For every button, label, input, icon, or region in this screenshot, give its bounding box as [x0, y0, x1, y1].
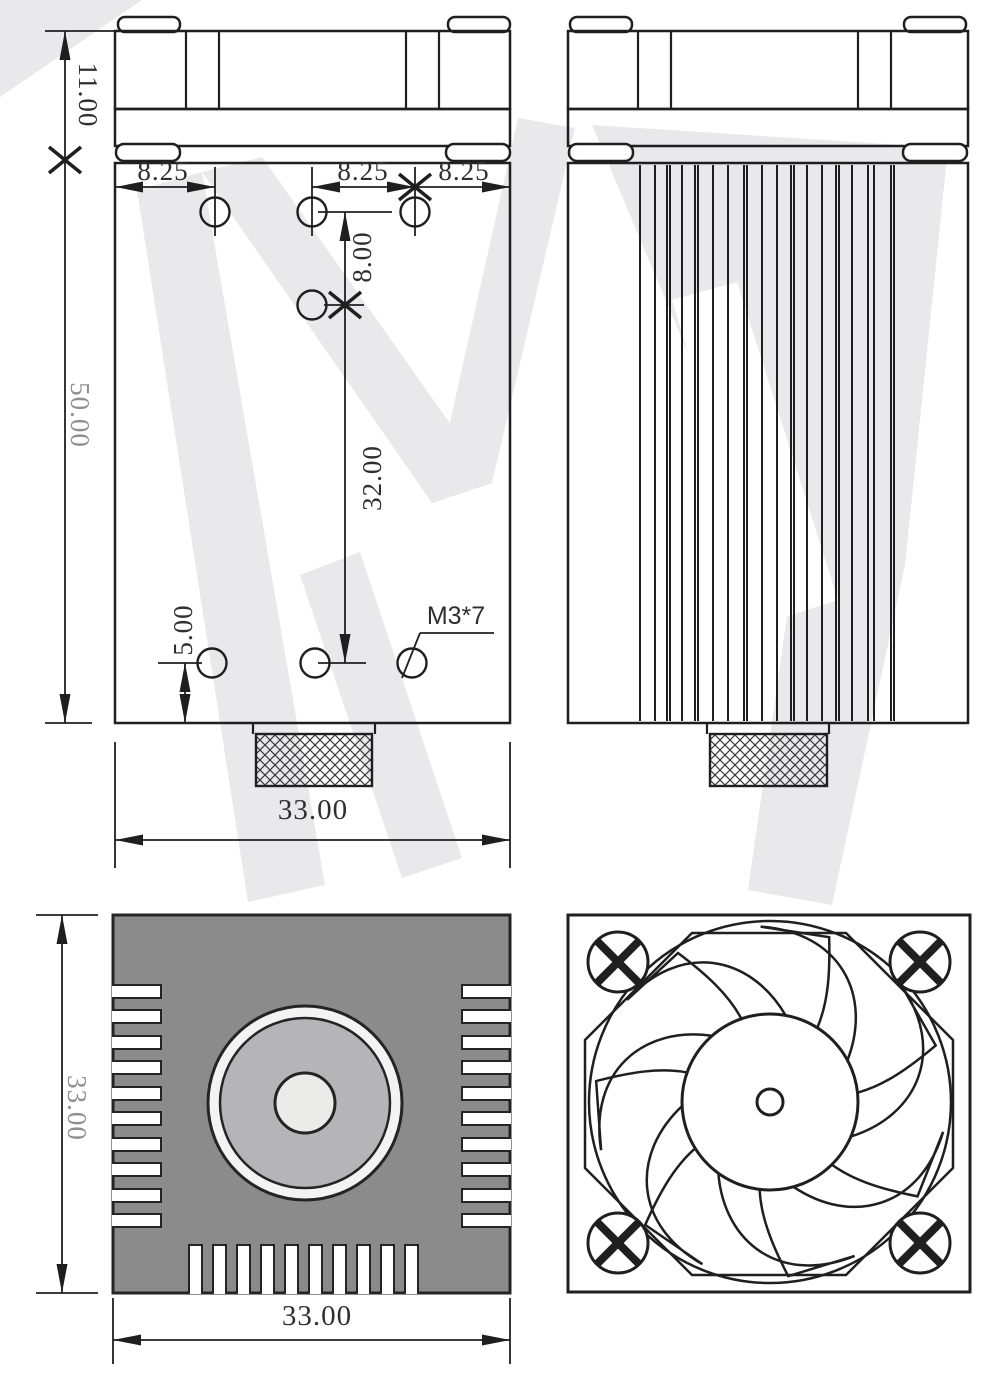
- dim-label-bottom-view-width: 33.00: [281, 1300, 353, 1332]
- housing-tab-mid-right: [901, 142, 969, 163]
- dim-label-pitch-a: 8.25: [137, 156, 189, 186]
- heatsink-slots-bottom: [188, 1244, 419, 1294]
- fan-view: [566, 913, 972, 1294]
- housing-tab-mid-left: [567, 142, 635, 163]
- fan-screw: [586, 1211, 650, 1275]
- fan-housing-side: [566, 29, 970, 111]
- housing-tab-mid-right: [444, 142, 512, 163]
- dim-bottom-view-width: [112, 1298, 511, 1364]
- fan-rim: [587, 919, 953, 1285]
- fan-blades: [594, 925, 945, 1278]
- side-view: [566, 15, 970, 788]
- dim-label-front-width: 33.00: [277, 794, 349, 826]
- fan-screw: [586, 930, 650, 994]
- dim-front-width: [114, 742, 511, 868]
- dim-label-pitch-b: 8.25: [337, 156, 389, 186]
- mount-hole: [299, 647, 331, 679]
- fan-frame: [566, 913, 972, 1294]
- front-view: [45, 15, 512, 868]
- dim-label-bottom-view-height: 33.00: [62, 1075, 92, 1141]
- housing-band-side: [566, 107, 970, 148]
- oblique-tick: [47, 145, 83, 175]
- dim-label-hole-drop: 8.00: [347, 231, 377, 283]
- fan-octagon-shroud: [583, 931, 955, 1277]
- heatsink-fins: [639, 165, 895, 721]
- housing-tab-mid-left: [114, 142, 182, 163]
- dim-label-pitch-c: 8.25: [438, 156, 490, 186]
- dim-arrowheads: [115, 181, 510, 193]
- housing-band-front: [113, 107, 512, 148]
- dim-left-height: [45, 30, 115, 724]
- dim-label-bottom-offset: 5.00: [168, 604, 198, 656]
- oblique-tick: [397, 172, 433, 202]
- lens-barrel-side: [705, 723, 831, 788]
- heatsink-slots-right: [461, 984, 511, 1228]
- fan-screw: [888, 930, 952, 994]
- fan-hub-center: [755, 1087, 785, 1117]
- lens-aperture: [273, 1071, 337, 1135]
- heatsink-slots-left: [112, 984, 162, 1228]
- fan-housing-front: [113, 29, 512, 111]
- thread-callout-label: M3*7: [426, 602, 486, 630]
- fan-screw: [888, 1211, 952, 1275]
- lens-assembly: [206, 1004, 404, 1202]
- heatsink-bottom-view: [36, 913, 512, 1364]
- module-body-side: [566, 161, 970, 725]
- dim-label-hole-span: 32.00: [357, 445, 387, 511]
- module-body-front: [113, 161, 512, 725]
- dim-label-top-height: 11.00: [73, 62, 103, 128]
- mount-hole: [396, 647, 428, 679]
- dim-label-body-height: 50.00: [65, 382, 95, 448]
- thread-leader-line: [401, 632, 494, 679]
- dim-bottom-view-height: [36, 914, 98, 1294]
- lens-barrel-front: [251, 723, 377, 788]
